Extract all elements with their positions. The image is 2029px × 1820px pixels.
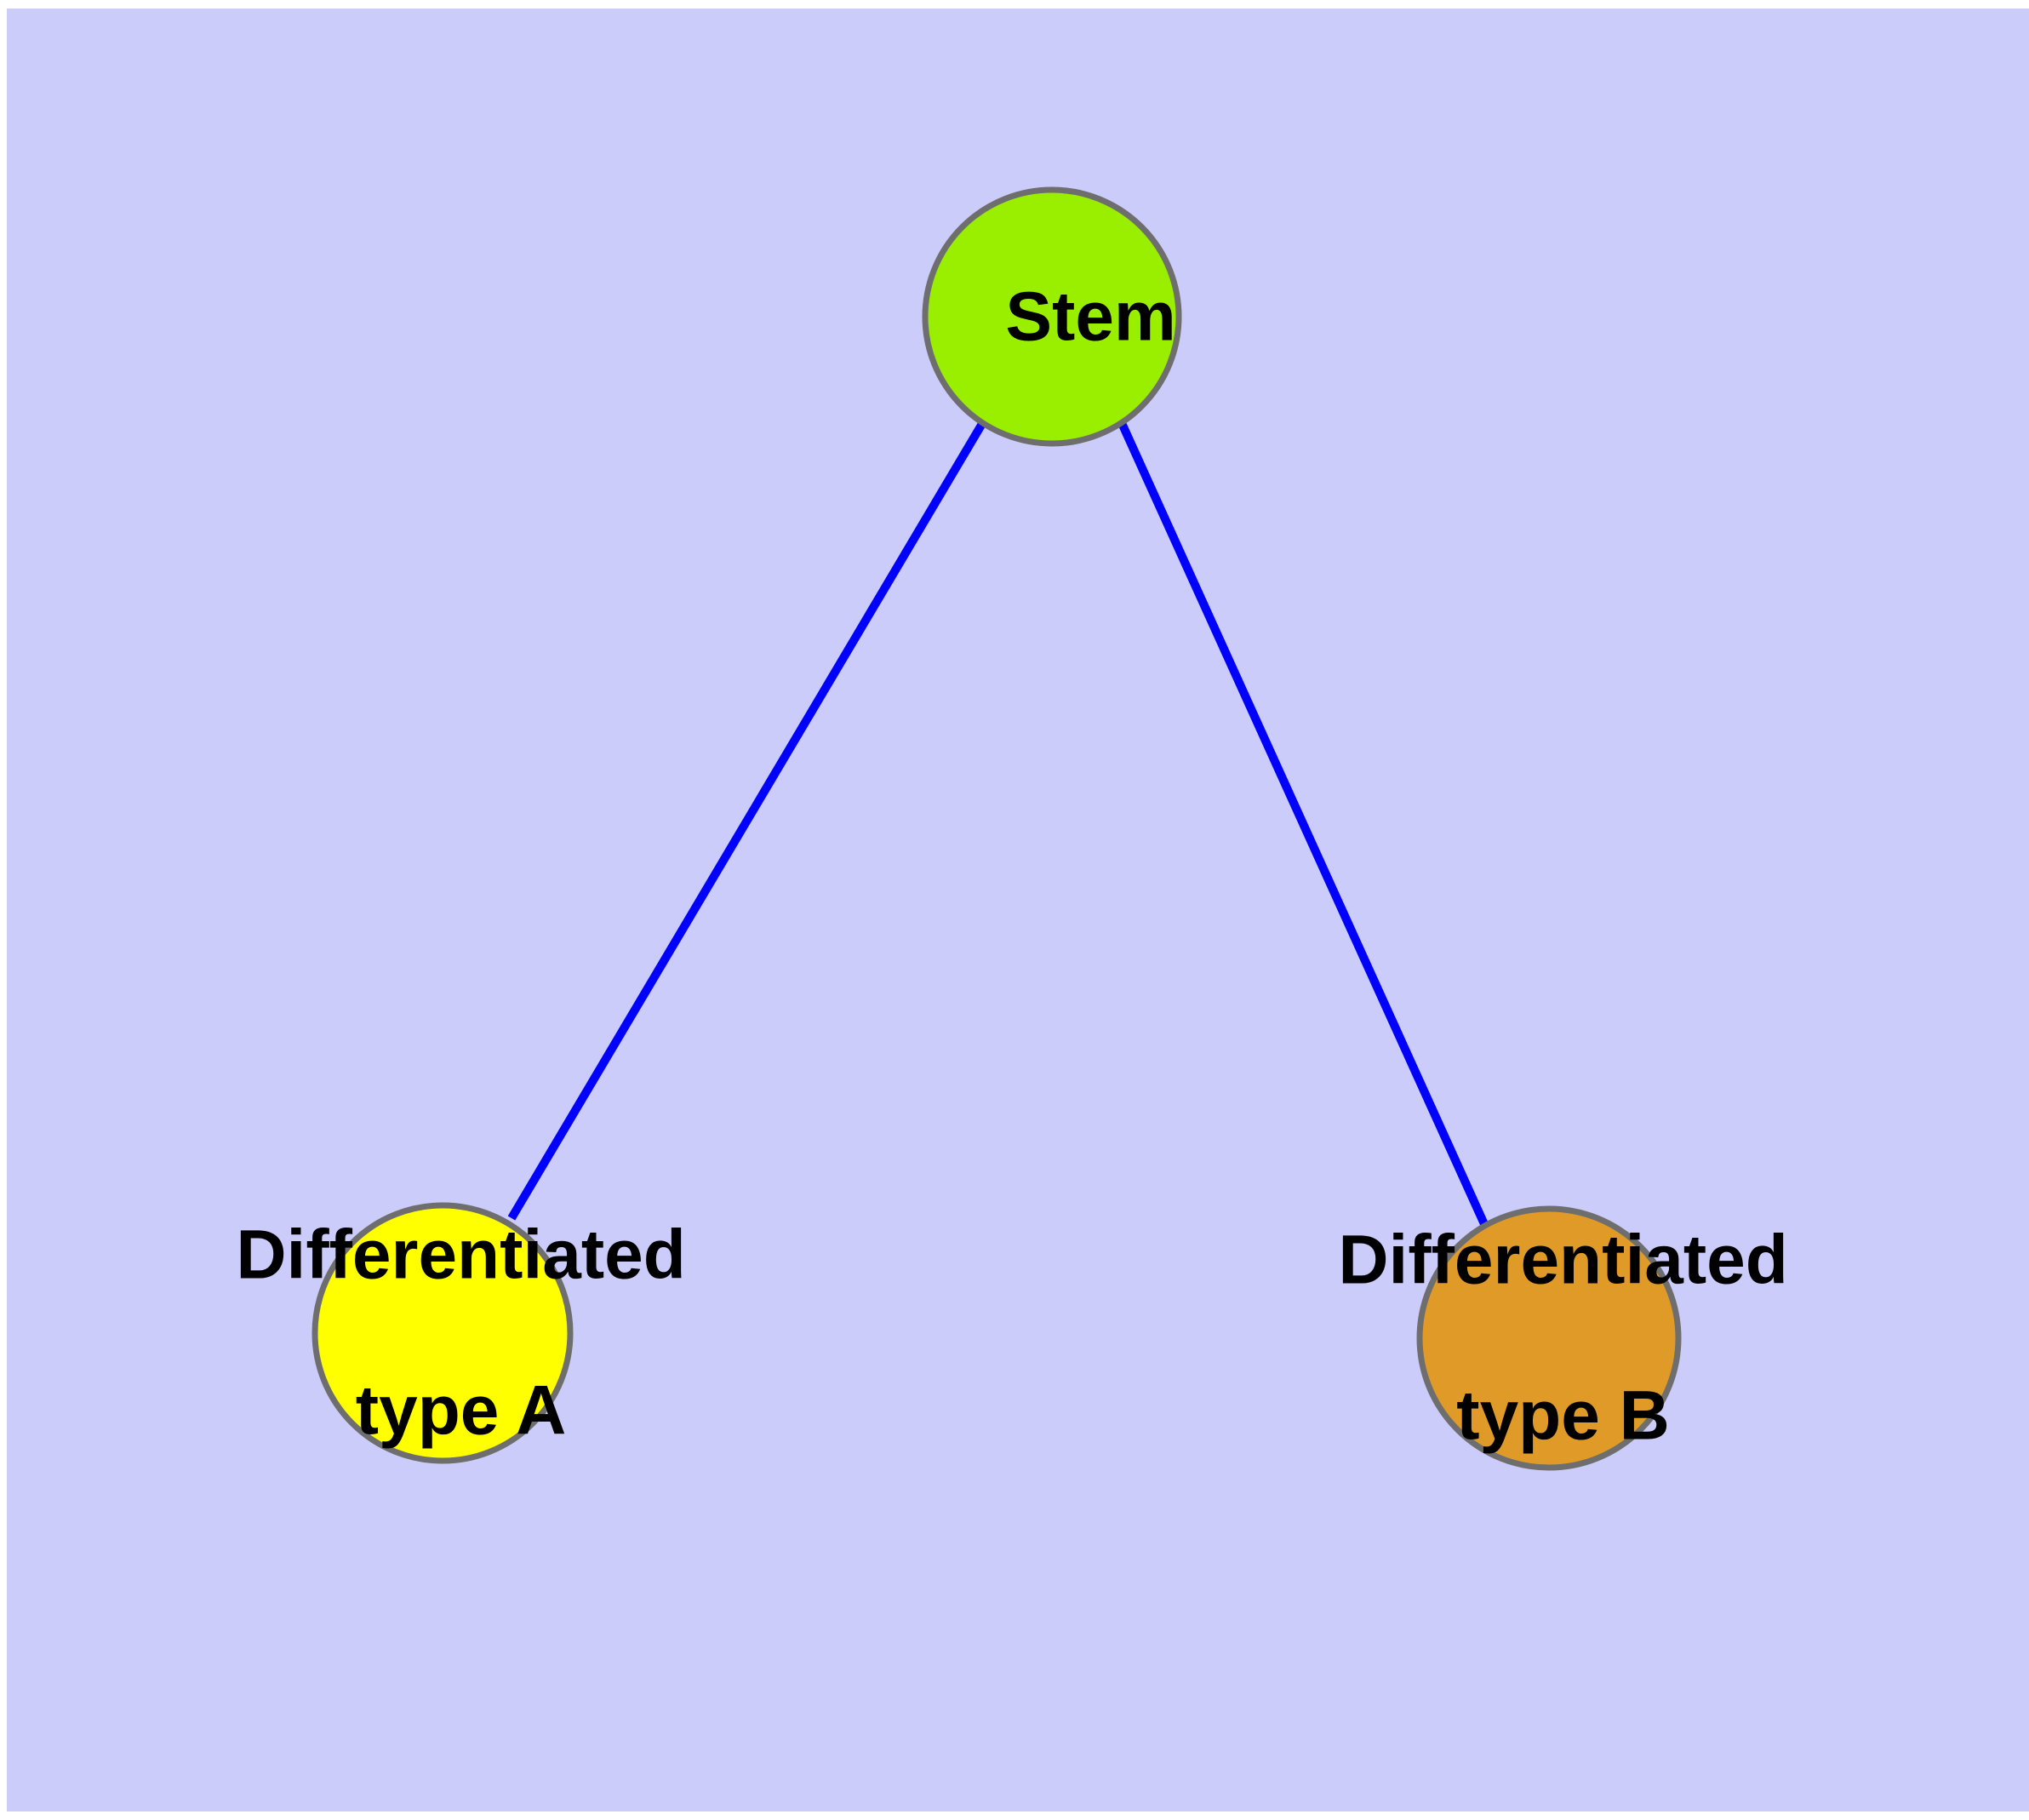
edge-layer xyxy=(507,420,1489,1227)
node-diff-a-circle[interactable] xyxy=(311,1202,574,1464)
edge-stem-to-diff-b xyxy=(1117,421,1489,1227)
node-diff-b-circle[interactable] xyxy=(1416,1205,1682,1471)
edge-stem-to-diff-a xyxy=(507,420,987,1221)
node-stem-circle[interactable] xyxy=(922,186,1182,447)
node-layer xyxy=(311,186,1682,1471)
